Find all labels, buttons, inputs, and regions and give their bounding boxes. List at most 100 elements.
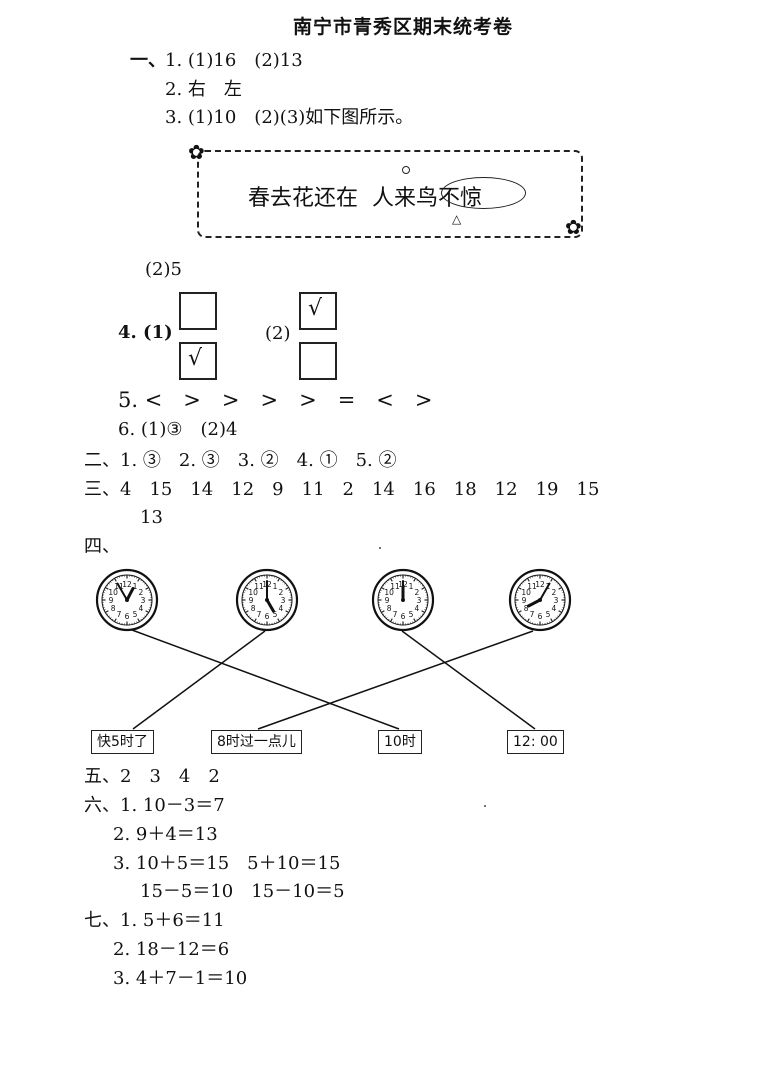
clock-tick [526,578,530,582]
answer-oval [441,177,526,209]
clock-number: 5 [546,610,551,619]
clock-tick [392,577,394,579]
clock-tick [246,585,249,587]
match-line [131,629,400,730]
clock-number: 3 [281,596,286,605]
clock-tick [136,621,138,623]
clock-face-outer [235,568,299,632]
clock-tick [421,586,425,590]
clock-number: 8 [111,604,116,613]
clock-tick [108,583,110,585]
clock-tick [284,615,286,617]
poem-frame [197,150,583,238]
clock-number: 1 [133,582,138,591]
clock-tick [252,618,254,621]
clock-tick [384,615,386,617]
poem-part-1: 春去花还在 [248,186,359,211]
clock-number: 10 [521,588,531,597]
clock-tick [136,577,138,579]
clock-tick [416,579,418,582]
clock-tick [256,621,258,623]
clock-tick [137,618,141,622]
clock-tick [412,621,414,623]
clock-tick [558,610,562,614]
clock-minute-hand [539,582,551,601]
clock-tick [420,583,422,585]
clock-tick [245,610,249,614]
clock-tick [523,581,525,583]
clock-tick [142,581,144,583]
clock-tick [148,589,150,591]
clock-tick [526,618,530,622]
clock-number: 7 [530,610,535,619]
clock-tick [518,610,522,614]
s7-q3: 3. 4＋7－1＝10 [113,968,248,989]
clock-number: 9 [522,596,527,605]
clock-tick [145,585,148,587]
time-label-4: 12: 00 [507,730,564,754]
clock-tick [277,618,281,622]
clock-number: 4 [414,604,419,613]
time-label-1: 快5时了 [91,730,154,754]
s6-q2: 2. 9＋4＝13 [113,824,218,845]
clock-tick [529,621,531,623]
clock-tick [280,579,282,582]
s7-q1: 七、1. 5＋6＝11 [84,910,225,931]
clock-tick [550,618,554,622]
s1-q5: 5. < > > > > = < > [118,388,433,412]
flower-decoration-icon: ✿ [188,140,205,164]
clock-number: 2 [414,588,419,597]
triangle-mark: △ [452,212,462,226]
clock-tick [421,613,424,615]
clock-tick [518,586,522,590]
clock-hour-hand [125,586,135,602]
clock-number: 5 [273,610,278,619]
clock-tick [521,615,523,617]
match-line [132,630,266,730]
clock-tick [555,617,557,619]
section-4-number: 四、 [84,536,120,557]
clock-face-outer [371,568,435,632]
clock-tick [558,613,561,615]
s1-q4-label-1: 4. (1) [118,322,173,343]
answer-box-empty [299,342,337,380]
poem-part-2: 人来 [372,186,417,211]
answer-box-checked: √ [299,292,337,330]
match-line [257,630,534,730]
clock-hour-hand [265,598,275,613]
clock-tick [108,615,110,617]
clock-tick [382,585,385,587]
clock-tick [421,610,425,614]
clock-tick [285,586,289,590]
check-icon: √ [308,296,323,321]
clock-tick [386,581,388,583]
clock-tick [521,583,523,585]
clock-tick [557,615,559,617]
clock-tick [519,613,522,615]
clock-tick [384,583,386,585]
clock-tick [145,613,148,615]
clock-number: 5 [409,610,414,619]
circle-mark-icon [402,166,410,174]
clock-tick [248,615,250,617]
s1-q3: 3. (1)10 (2)(3)如下图所示。 [165,107,414,128]
clock-tick [116,621,118,623]
clock-number: 7 [257,610,262,619]
clock-tick [555,581,557,583]
clock-tick [381,586,385,590]
clock-tick [145,610,149,614]
clock-number: 4 [278,604,283,613]
clock-tick [282,617,284,619]
clock-number: 8 [251,604,256,613]
clock-tick [245,586,249,590]
time-label-3: 10时 [378,730,422,754]
clock-tick [148,609,150,611]
clock-tick [413,618,417,622]
clock-tick [412,577,414,579]
clock-tick [244,589,246,591]
clock-tick [561,609,563,611]
clock-tick [380,609,382,611]
clock-tick [284,583,286,585]
clock-tick [110,581,112,583]
clock-number: 11 [390,582,400,591]
